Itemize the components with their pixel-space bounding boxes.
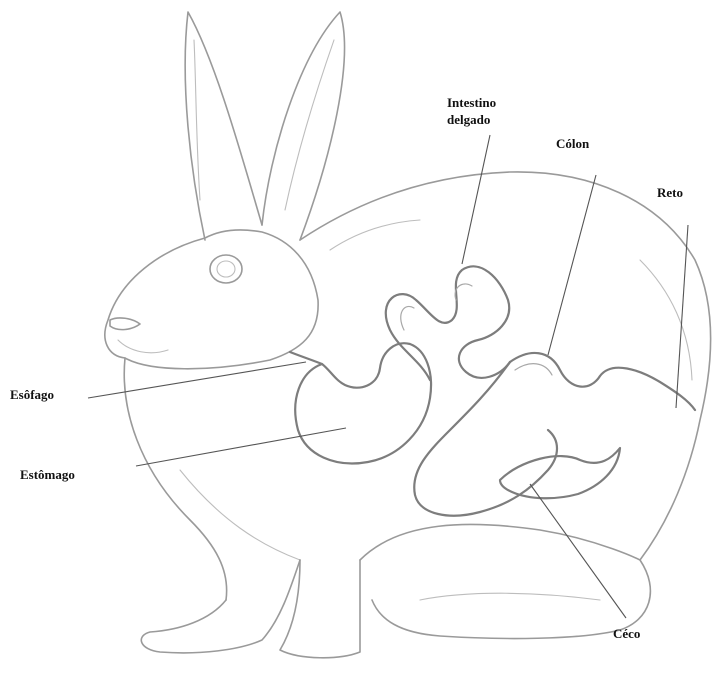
- cecum: [500, 448, 620, 498]
- label-reto: Reto: [657, 184, 683, 201]
- label-esofago: Esôfago: [10, 386, 54, 403]
- colon: [510, 353, 695, 410]
- label-ceco: Céco: [613, 625, 640, 642]
- rabbit-head: [105, 230, 318, 369]
- leader-reto: [676, 225, 688, 408]
- small-intestine: [386, 266, 510, 380]
- leader-colon: [548, 175, 596, 355]
- front-leg-left: [141, 560, 300, 653]
- label-intestino-delgado: Intestino delgado: [447, 94, 496, 128]
- label-estomago: Estômago: [20, 466, 75, 483]
- leader-estomago: [136, 428, 346, 466]
- leader-intestino: [462, 135, 490, 264]
- front-leg-right: [280, 560, 360, 658]
- chest: [124, 358, 226, 600]
- label-colon: Cólon: [556, 135, 589, 152]
- eye: [210, 255, 242, 283]
- nose: [110, 318, 140, 330]
- leader-esofago: [88, 362, 306, 398]
- hind-leg: [360, 524, 650, 638]
